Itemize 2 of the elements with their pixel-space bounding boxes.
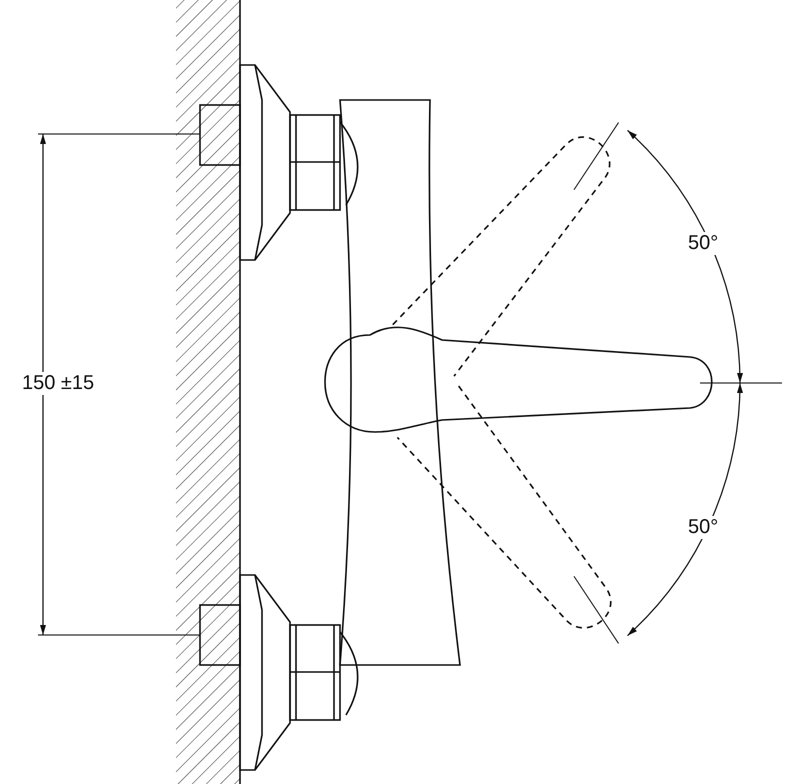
angle-label: 50° xyxy=(686,516,720,539)
angle-label: 50° xyxy=(686,232,720,255)
